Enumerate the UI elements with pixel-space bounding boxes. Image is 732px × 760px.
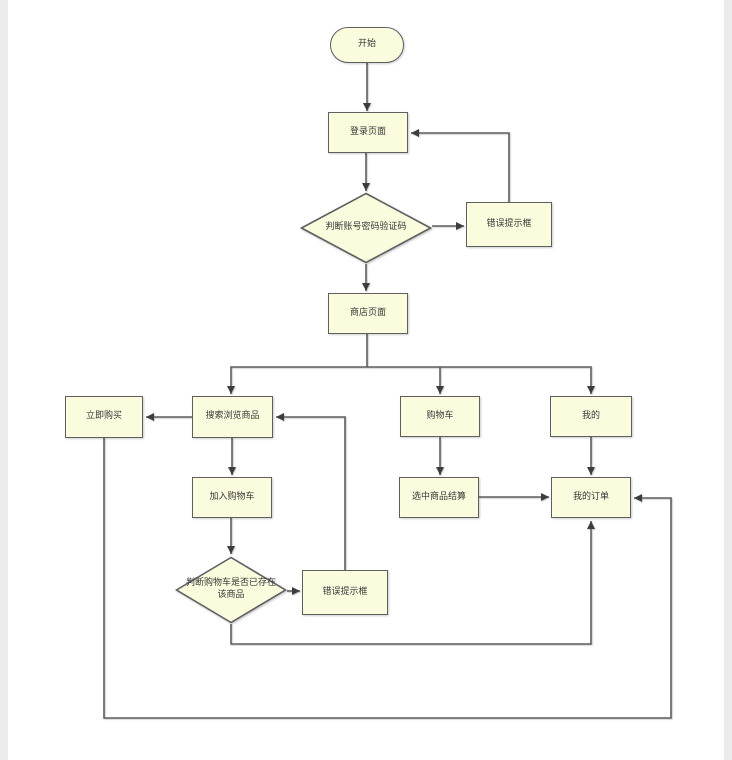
node-checkout-selected: 选中商品结算 — [399, 477, 479, 518]
node-buy-now-label: 立即购买 — [85, 411, 122, 422]
edge-error-bottom-to-search-browse-loop — [276, 413, 346, 570]
node-error-box-bottom-label: 错误提示框 — [322, 586, 368, 597]
node-start-label: 开始 — [357, 39, 376, 50]
node-start: 开始 — [330, 27, 404, 63]
node-shop-page-label: 商店页面 — [349, 307, 386, 318]
decision-diamond-icon — [175, 556, 287, 624]
node-add-to-cart: 加入购物车 — [192, 477, 272, 518]
node-mine-label: 我的 — [581, 410, 600, 421]
node-check-cart-exists-label: 判断购物车是否已存在该商品 — [185, 578, 276, 600]
node-login-page: 登录页面 — [328, 112, 408, 153]
node-cart: 购物车 — [400, 396, 480, 437]
edge-shop-to-search-browse — [227, 334, 368, 394]
node-error-box-bottom: 错误提示框 — [302, 570, 388, 615]
node-search-browse: 搜索浏览商品 — [192, 396, 273, 438]
node-checkout-selected-label: 选中商品结算 — [411, 491, 466, 502]
node-my-orders: 我的订单 — [551, 477, 631, 518]
node-error-box-top: 错误提示框 — [466, 202, 552, 247]
edge-shop-to-mine — [367, 366, 595, 394]
node-buy-now: 立即购买 — [65, 396, 143, 438]
node-search-browse-label: 搜索浏览商品 — [205, 411, 260, 422]
edge-check-cart-to-orders-loop — [230, 521, 595, 645]
node-cart-label: 购物车 — [426, 410, 454, 421]
node-add-to-cart-label: 加入购物车 — [209, 491, 255, 502]
canvas-right-margin — [724, 0, 732, 760]
edge-buy-now-to-orders-loop — [103, 438, 672, 719]
node-shop-page: 商店页面 — [328, 293, 408, 334]
node-check-credentials: 判断账号密码验证码 — [300, 192, 432, 264]
node-error-box-top-label: 错误提示框 — [486, 218, 532, 229]
node-check-cart-exists: 判断购物车是否已存在该商品 — [175, 556, 287, 624]
node-my-orders-label: 我的订单 — [572, 491, 609, 502]
node-mine: 我的 — [550, 396, 632, 437]
edge-error-top-to-login-loop — [411, 129, 510, 202]
canvas-left-margin — [0, 0, 8, 760]
decision-diamond-icon — [300, 192, 432, 264]
node-check-credentials-label: 判断账号密码验证码 — [325, 222, 407, 233]
node-login-page-label: 登录页面 — [349, 126, 386, 137]
